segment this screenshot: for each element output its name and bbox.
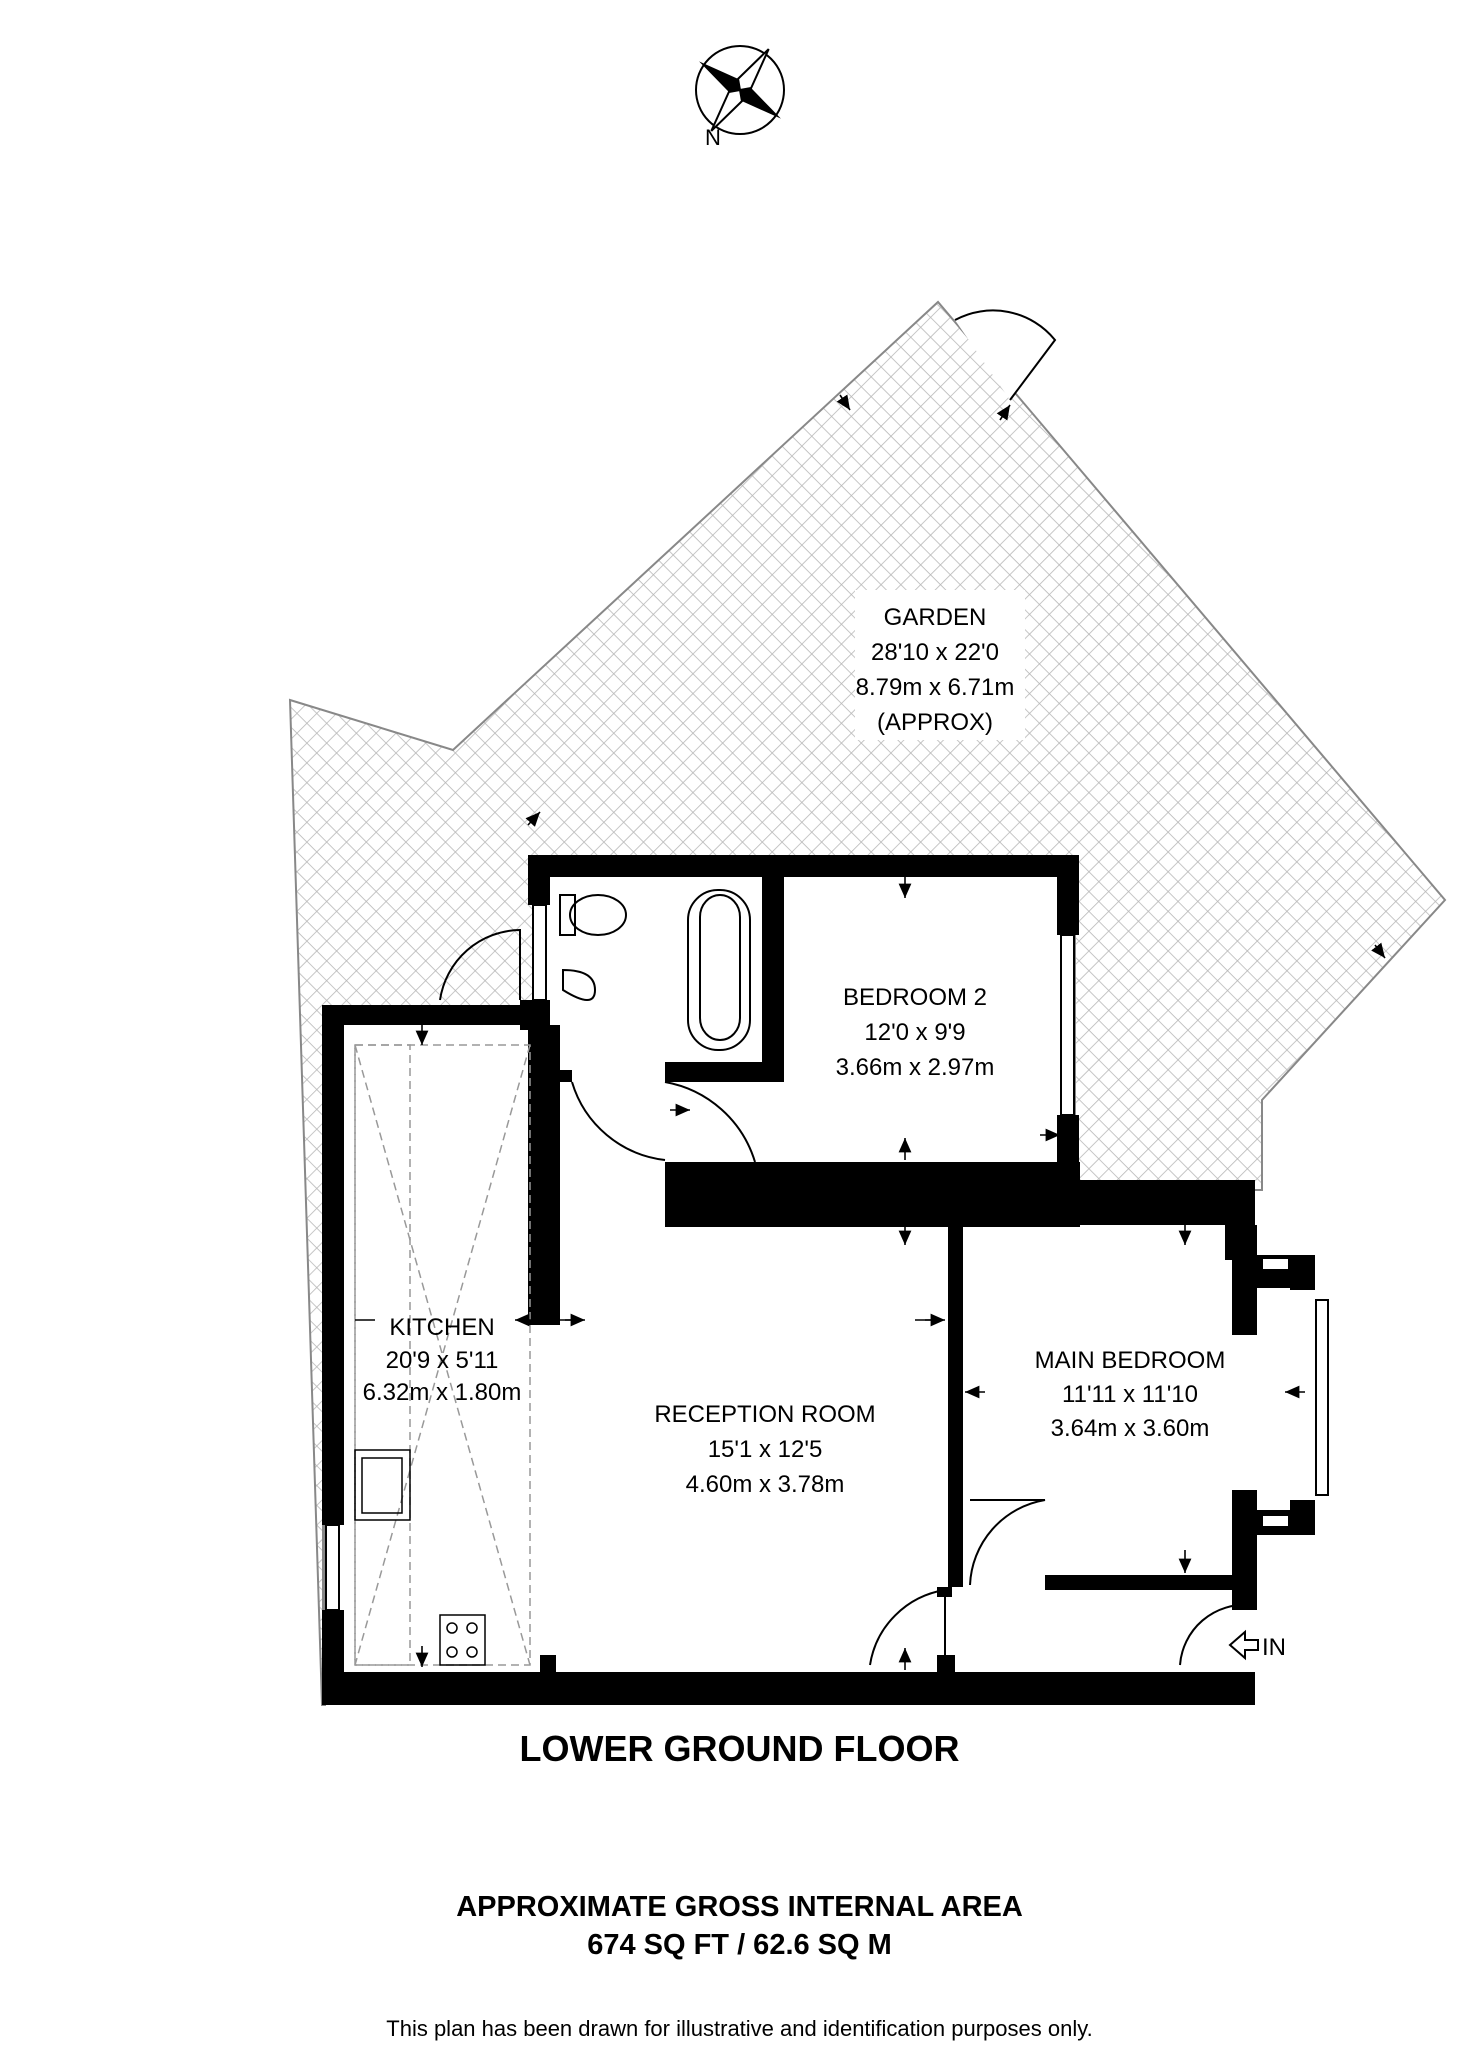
area-summary: APPROXIMATE GROSS INTERNAL AREA 674 SQ F…: [0, 1888, 1479, 1964]
windows: [325, 904, 1329, 1611]
disclaimer: This plan has been drawn for illustrativ…: [386, 2016, 1093, 2041]
north-label: N: [705, 125, 721, 150]
floor-title: LOWER GROUND FLOOR: [519, 1728, 960, 1769]
main-bedroom-name: MAIN BEDROOM: [1035, 1347, 1226, 1374]
dimension-arrows: [355, 394, 1386, 1670]
kitchen-metric: 6.32m x 1.80m: [363, 1379, 522, 1406]
kitchen-imperial: 20'9 x 5'11: [386, 1347, 499, 1374]
bathroom-fixtures: [559, 889, 756, 1163]
garden-name: GARDEN: [884, 604, 987, 631]
area-value: 674 SQ FT / 62.6 SQ M: [587, 1929, 892, 1961]
main-bedroom-imperial: 11'11 x 11'10: [1062, 1381, 1198, 1408]
main-bedroom-metric: 3.64m x 3.60m: [1051, 1415, 1210, 1442]
kitchen-name: KITCHEN: [389, 1314, 494, 1341]
kitchen-fixtures: [354, 1044, 531, 1666]
garden-imperial: 28'10 x 22'0: [871, 639, 999, 666]
area-heading: APPROXIMATE GROSS INTERNAL AREA: [456, 1891, 1023, 1923]
garden-metric: 8.79m x 6.71m: [856, 674, 1015, 701]
entrance-arrow-icon: [1228, 1629, 1259, 1661]
reception-name: RECEPTION ROOM: [654, 1401, 875, 1428]
garden-note: (APPROX): [877, 709, 993, 736]
compass-rose-icon: [695, 45, 785, 135]
walls: [322, 855, 1315, 1705]
reception-imperial: 15'1 x 12'5: [708, 1436, 823, 1463]
bedroom2-metric: 3.66m x 2.97m: [836, 1054, 995, 1081]
bedroom2-imperial: 12'0 x 9'9: [864, 1019, 965, 1046]
garden-gate: [954, 309, 1057, 401]
entrance-label[interactable]: IN: [1262, 1634, 1286, 1661]
bedroom2-name: BEDROOM 2: [843, 984, 987, 1011]
doors: [439, 928, 1251, 1666]
reception-metric: 4.60m x 3.78m: [686, 1471, 845, 1498]
